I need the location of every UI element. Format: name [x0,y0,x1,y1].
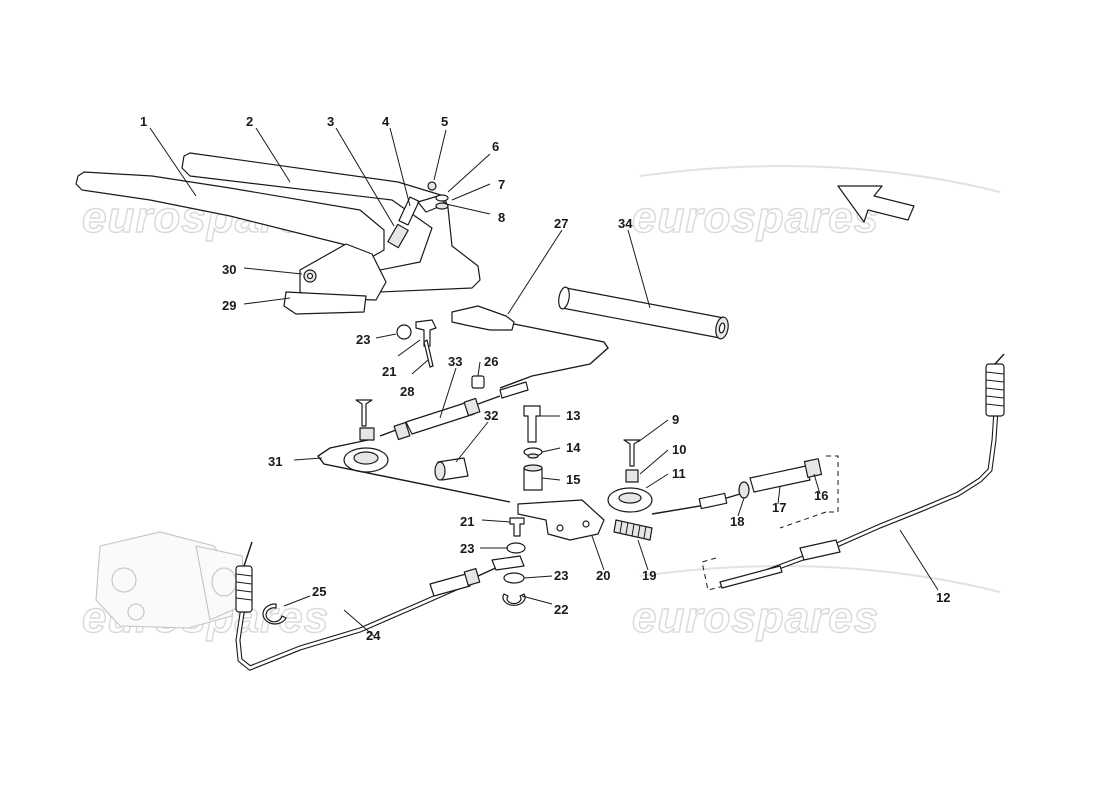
washer-part-23 [396,324,412,340]
dashed-group-lower [701,557,725,591]
callout-6: 6 [492,139,499,154]
tube-part-34 [558,286,729,340]
watermark-swoosh [639,565,1001,593]
callout-22: 22 [554,602,568,617]
cable-part-12 [719,353,1005,589]
callout-33: 33 [448,354,462,369]
washer-part-6 [435,194,449,202]
screw-upper-left [355,399,373,427]
dashed-group-upper [826,455,839,513]
watermark-swoosh [639,165,1001,193]
callout-labels: 1 2 3 4 5 6 7 8 9 10 11 12 13 14 15 16 1… [140,114,950,643]
callout-3: 3 [327,114,334,129]
clip-part-25 [262,603,287,625]
callout-28: 28 [400,384,414,399]
spacer-part-10 [625,469,639,483]
nut-part-5 [427,181,437,191]
callout-31: 31 [268,454,282,469]
callout-1: 1 [140,114,147,129]
callout-20: 20 [596,568,610,583]
brake-caliper [95,531,247,629]
callout-8: 8 [498,210,505,225]
callout-4: 4 [382,114,390,129]
callout-23-mid: 23 [460,541,474,556]
callout-19: 19 [642,568,656,583]
clevis-upper-left [359,427,375,441]
washer-part-23-b [503,572,525,584]
direction-arrow-icon [837,185,915,223]
callout-11: 11 [672,466,686,481]
adjuster-part-17 [698,458,823,510]
callout-12: 12 [936,590,950,605]
watermark-top-right: eurospares [632,193,879,242]
callout-23-upper: 23 [356,332,370,347]
pin-part-21 [415,319,437,347]
callout-9: 9 [672,412,679,427]
cable-upper [499,323,609,389]
callout-7: 7 [498,177,505,192]
bracket-part-29 [283,291,367,315]
bracket-part-20 [517,499,605,541]
callout-16: 16 [814,488,828,503]
screw-part-9 [623,439,641,467]
callout-24: 24 [366,628,381,643]
pin-part-21-lower [509,517,525,537]
callout-18: 18 [730,514,744,529]
lever-part-1 [75,171,385,259]
equalizer-part-27 [451,305,515,331]
callout-2: 2 [246,114,253,129]
nut-part-16 [803,458,823,478]
callout-32: 32 [484,408,498,423]
callout-15: 15 [566,472,580,487]
nut-part-26 [471,375,485,389]
cable-24-boot [235,565,253,613]
callout-23-lower: 23 [554,568,568,583]
washer-part-23-a [506,542,526,554]
callout-25: 25 [312,584,326,599]
callout-21-upper: 21 [382,364,396,379]
bolt-part-4 [398,196,420,226]
callout-17: 17 [772,500,786,515]
watermark-bottom-right: eurospares [632,593,879,642]
leader-lines [149,127,939,637]
bushing-part-32 [434,457,469,481]
callout-14: 14 [566,440,581,455]
callout-21-lower: 21 [460,514,474,529]
callout-10: 10 [672,442,686,457]
callout-27: 27 [554,216,568,231]
bolt-part-3 [387,223,409,249]
cable-part-24 [235,541,525,671]
callout-13: 13 [566,408,580,423]
bolt-part-13 [523,405,541,443]
cable-31 [316,439,511,503]
split-pin-part-28 [423,339,434,368]
callout-26: 26 [484,354,498,369]
callout-30: 30 [222,262,236,277]
clip-part-22 [502,593,526,606]
nut-part-7 [435,202,449,210]
callout-5: 5 [441,114,448,129]
callout-29: 29 [222,298,236,313]
callout-34: 34 [618,216,633,231]
nut-part-18 [738,481,750,499]
cable-right-short [651,493,741,515]
